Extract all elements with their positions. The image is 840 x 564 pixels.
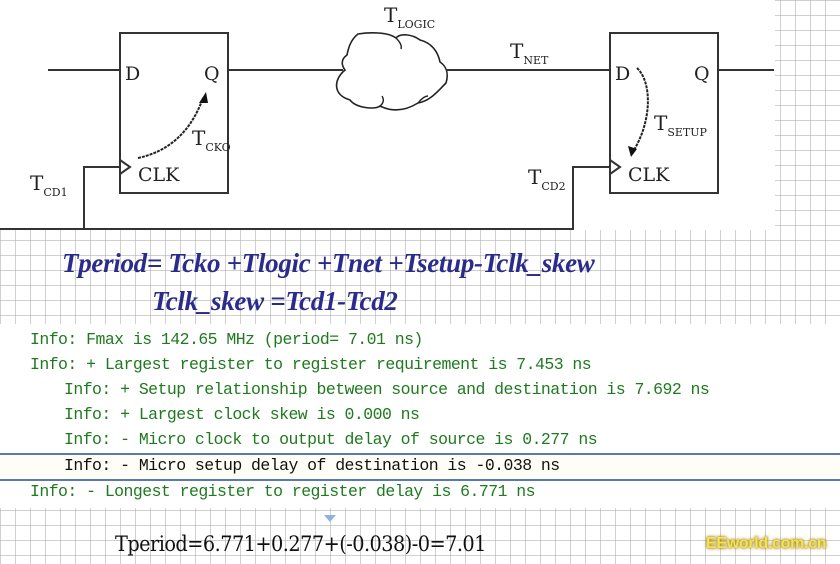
tperiod-calculation: Tperiod=6.771+0.277+(-0.038)-0=7.01	[115, 532, 486, 556]
log-line[interactable]: Info: - Longest register to register del…	[30, 482, 536, 501]
tnet-label: TNET	[510, 39, 549, 67]
tcko-label: TCKO	[192, 126, 231, 154]
cloud-detail	[395, 37, 402, 50]
log-line[interactable]: Info: + Largest register to register req…	[30, 355, 592, 374]
cursor-marker-icon	[324, 515, 336, 522]
flipflop-source	[119, 32, 229, 194]
ff1-clk-label: CLK	[138, 164, 180, 186]
clock-bus	[0, 166, 610, 230]
cloud-detail	[417, 95, 429, 104]
log-line-selected[interactable]: Info: - Micro setup delay of destination…	[64, 456, 560, 475]
cloud-detail	[379, 95, 385, 107]
ff1-d-label: D	[125, 63, 140, 85]
selected-log-row-highlight	[0, 453, 840, 481]
tcd1-label: TCD1	[30, 171, 68, 199]
tcko-arrow	[137, 97, 204, 159]
ff2-d-label: D	[615, 63, 630, 85]
ff1-clock-triangle	[119, 159, 132, 175]
tsetup-arrowhead	[628, 146, 637, 157]
flipflop-destination	[609, 32, 719, 194]
ff2-clock-triangle	[609, 159, 622, 175]
ff1-clock-wire	[83, 166, 120, 229]
ff1-q-label: Q	[204, 63, 220, 85]
tsetup-arrow	[633, 67, 649, 151]
tlogic-label: TLOGIC	[384, 3, 435, 31]
logic-cloud	[335, 32, 448, 111]
tcd2-label: TCD2	[528, 165, 566, 193]
tcko-arrowhead	[199, 92, 208, 103]
tperiod-equation: Tperiod= Tcko +Tlogic +Tnet +Tsetup-Tclk…	[62, 248, 595, 278]
timing-diagram: D Q CLK TCKO TCD1 TLOGIC TNET D Q CLK TS…	[0, 3, 774, 230]
log-line[interactable]: Info: + Largest clock skew is 0.000 ns	[64, 405, 420, 424]
tclk-skew-equation: Tclk_skew =Tcd1-Tcd2	[152, 286, 398, 316]
ff2-clk-label: CLK	[628, 164, 670, 186]
log-line[interactable]: Info: Fmax is 142.65 MHz (period= 7.01 n…	[30, 330, 423, 349]
log-line[interactable]: Info: - Micro clock to output delay of s…	[64, 430, 598, 449]
watermark-logo: EEworld.com.cn	[706, 535, 827, 552]
tsetup-label: TSETUP	[654, 111, 708, 139]
ff2-q-label: Q	[694, 63, 710, 85]
log-line[interactable]: Info: + Setup relationship between sourc…	[64, 380, 710, 399]
